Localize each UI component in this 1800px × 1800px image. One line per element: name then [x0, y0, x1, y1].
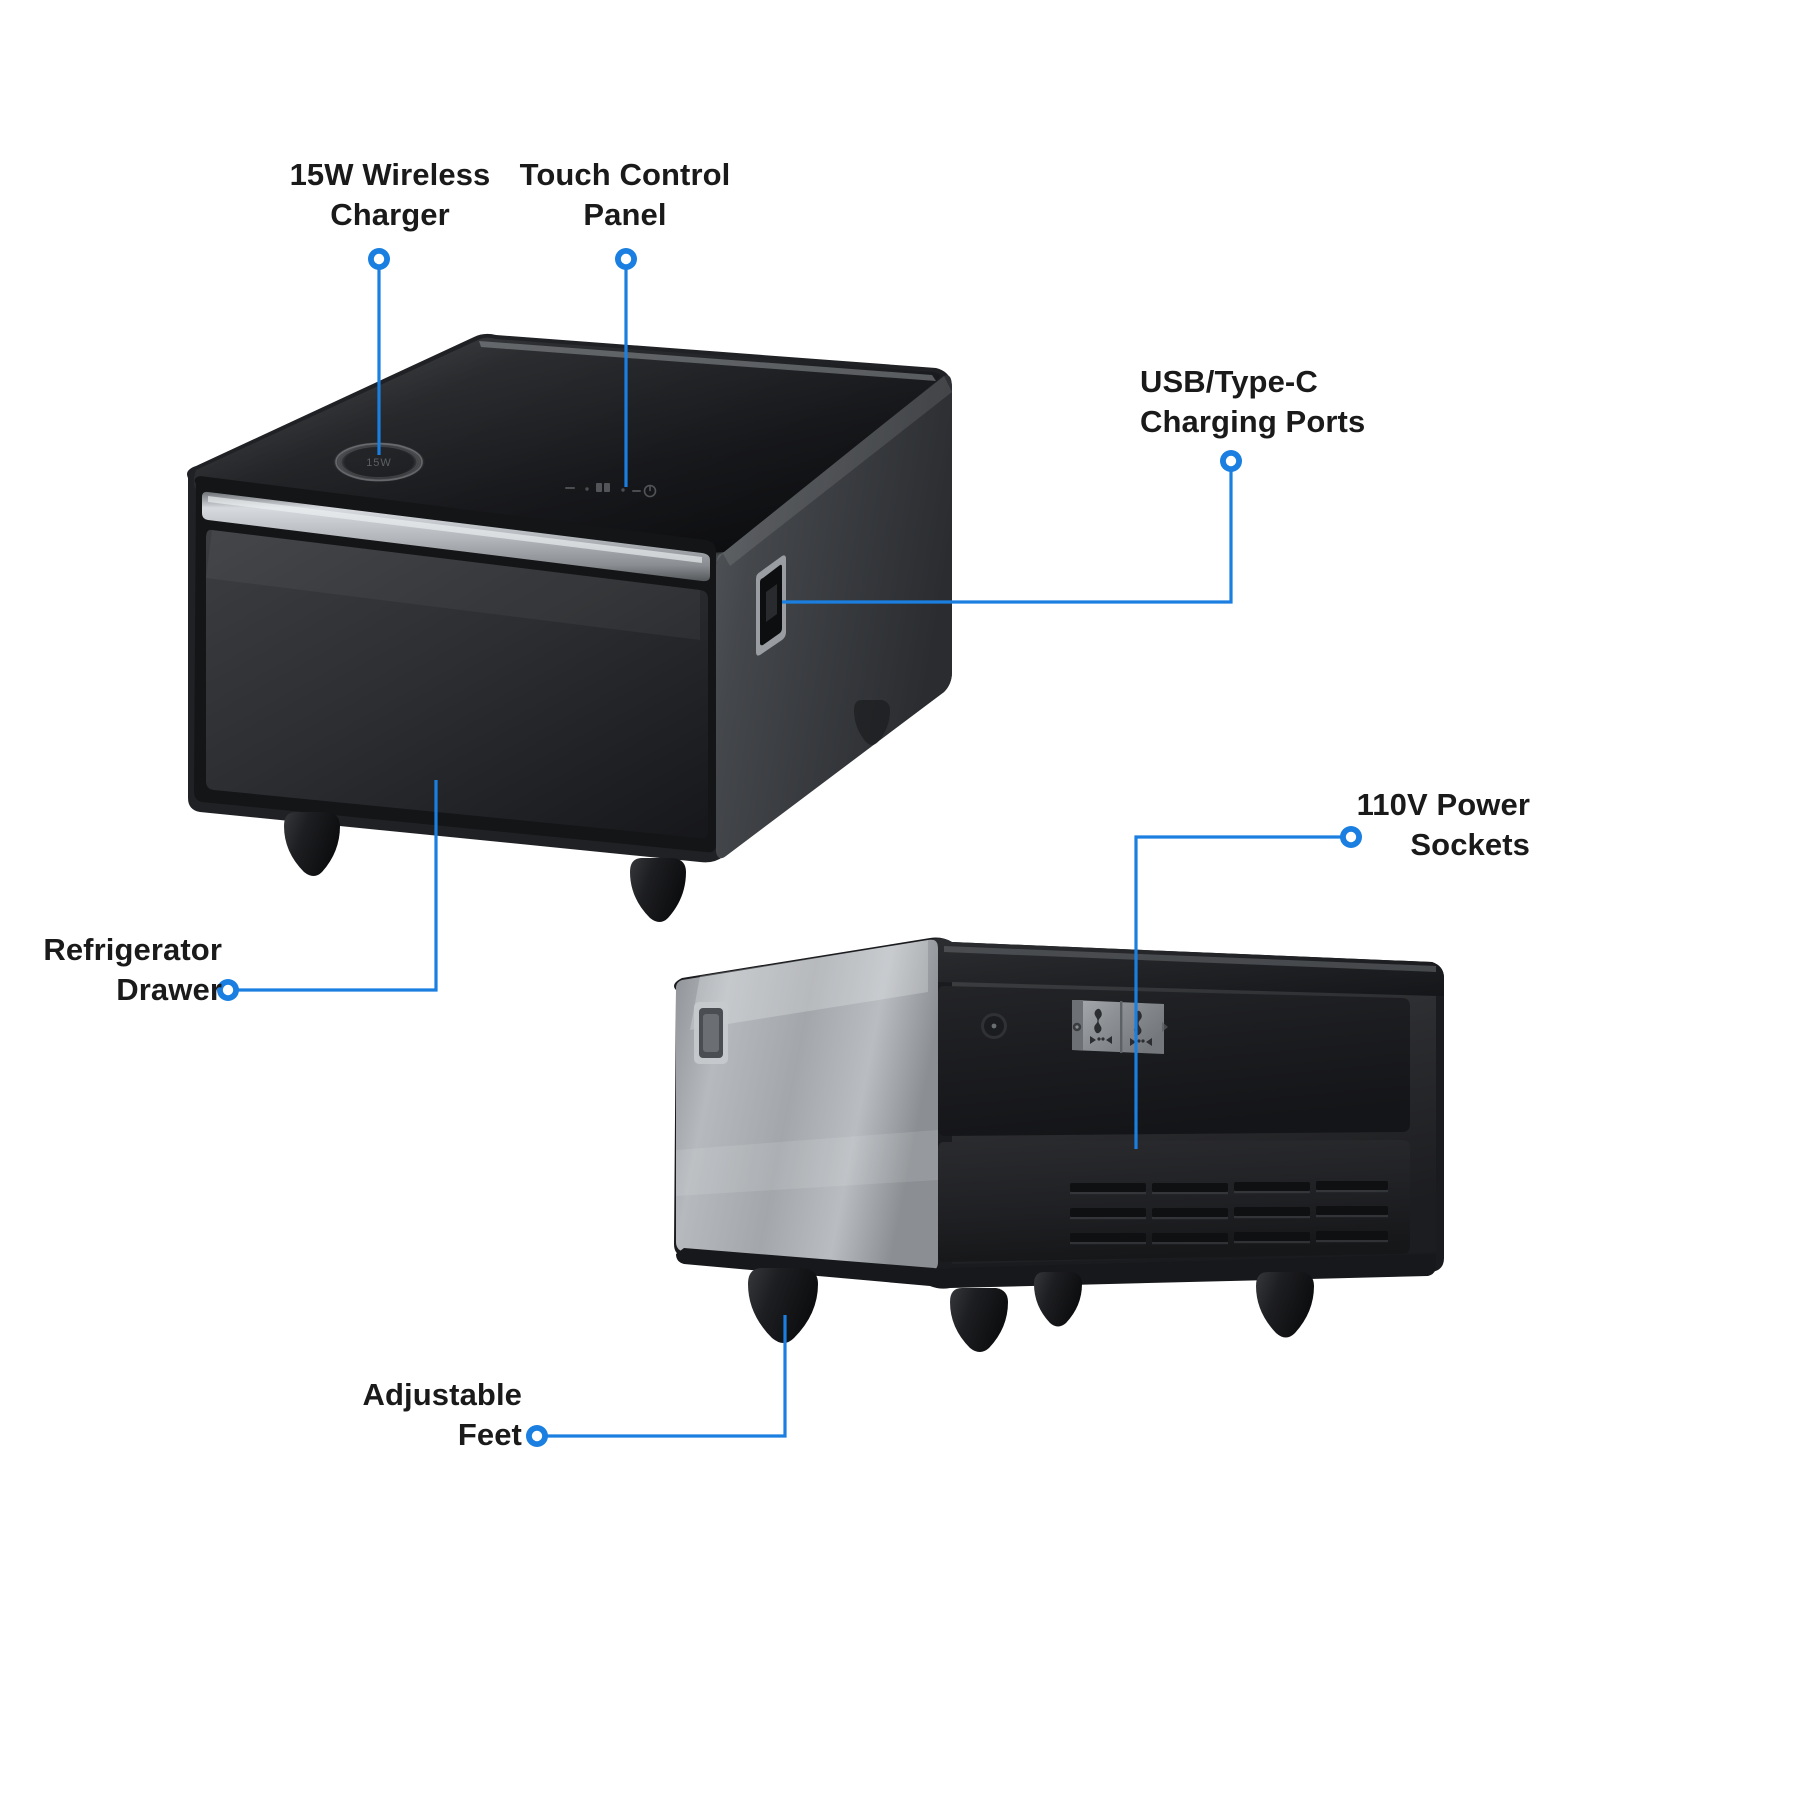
refrigerator-drawer-front[interactable]	[206, 529, 708, 839]
leader-line-refrigerator-drawer	[235, 780, 438, 992]
rear-unit-foot-mid	[950, 1288, 1008, 1352]
refrigerator-drawer-gloss	[206, 530, 700, 640]
svg-text:15W: 15W	[366, 457, 392, 469]
leader-line-usb-type-c-ports	[782, 468, 1233, 604]
callout-dot-refrigerator-drawer[interactable]	[217, 979, 239, 1001]
callout-dot-power-sockets[interactable]	[1340, 826, 1362, 848]
leader-line-adjustable-feet	[544, 1315, 787, 1438]
wireless-charging-ring-icon: 15W	[333, 442, 425, 482]
rear-unit-illustration	[674, 937, 1444, 1352]
rear-unit-side-gloss	[690, 940, 928, 1030]
front-unit-handle-highlight	[208, 496, 702, 563]
callout-label-usb-type-c-ports: USB/Type-C Charging Ports	[1140, 364, 1366, 440]
usb-type-c-port[interactable]	[756, 555, 786, 656]
leader-line-power-sockets	[1134, 835, 1344, 1149]
callout-label-wireless-charger: 15W Wireless Charger	[289, 157, 491, 233]
rear-unit-bottom-lip	[676, 1248, 1436, 1289]
callout-dot-adjustable-feet[interactable]	[526, 1425, 548, 1447]
front-unit-foot-right	[630, 858, 686, 922]
front-unit-foot-left	[284, 812, 340, 876]
rear-unit-side-usb-slot[interactable]	[694, 1002, 728, 1064]
rear-unit-side-panel	[676, 939, 938, 1271]
rear-unit-side-gloss-2	[676, 1130, 938, 1196]
touch-control-panel-icons[interactable]	[565, 483, 657, 498]
callout-dot-touch-control-panel[interactable]	[615, 248, 637, 270]
callout-dot-usb-type-c-ports[interactable]	[1220, 450, 1242, 472]
front-unit-right-panel-shade	[722, 376, 952, 566]
rear-unit-lower-panel	[938, 1140, 1410, 1262]
callout-label-power-sockets: 110V Power Sockets	[1356, 787, 1530, 863]
callout-dots	[217, 248, 1362, 1447]
rear-unit-foot-inner	[1034, 1272, 1082, 1327]
rear-unit-top-rail-edge	[944, 946, 1436, 972]
callout-label-touch-control-panel: Touch Control Panel	[519, 157, 731, 233]
front-unit-foot-rear	[854, 700, 890, 745]
front-unit-right-panel	[716, 375, 952, 859]
rear-unit-foot-front-left	[748, 1268, 818, 1343]
rear-unit-vent-grille	[1070, 1181, 1388, 1245]
callout-label-refrigerator-drawer: Refrigerator Drawer	[43, 932, 222, 1008]
front-unit-top-rear-edge	[479, 341, 936, 381]
power-socket-left[interactable]	[1090, 1008, 1112, 1044]
rear-unit-foot-right	[1256, 1272, 1314, 1338]
rear-unit-reset-button[interactable]	[981, 1013, 1007, 1039]
rear-unit-service-panel	[938, 986, 1410, 1136]
callout-label-adjustable-feet: Adjustable Feet	[362, 1377, 522, 1453]
callout-dot-wireless-charger[interactable]	[368, 248, 390, 270]
front-unit-illustration: 15W	[187, 333, 952, 922]
